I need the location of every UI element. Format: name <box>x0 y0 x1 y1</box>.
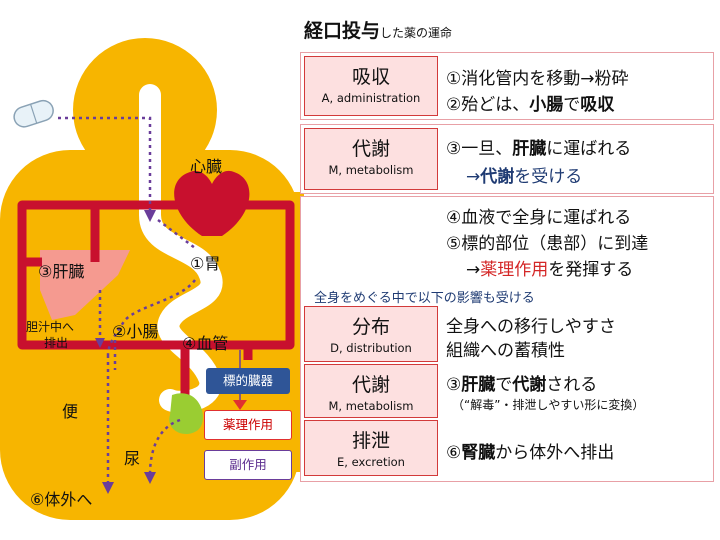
liver-shape <box>40 250 130 320</box>
excreted-out-label: ⑥体外へ <box>30 490 93 509</box>
side-effect-box: 副作用 <box>204 450 292 480</box>
heart-label: 心臓 <box>190 157 223 176</box>
urine-label: 尿 <box>124 449 141 468</box>
metab2-note: （“解毒”・排泄しやすい形に変換） <box>452 398 645 412</box>
path-arrowheads <box>95 210 156 494</box>
circ-line-3: →薬理作用を発揮する <box>466 260 634 280</box>
absorb-line-2: ②殆どは、小腸で吸収 <box>446 95 615 115</box>
drug-path <box>58 116 196 485</box>
circulation-banner: 全身をめぐる中で以下の影響も受ける <box>314 291 535 306</box>
pharmacological-effect-box: 薬理作用 <box>204 410 292 440</box>
liver-label: ③肝臓 <box>38 262 85 281</box>
heart-icon <box>174 170 250 236</box>
bile-label: 胆汁中へ <box>26 320 75 334</box>
bile-label-2: 排出 <box>44 336 69 350</box>
excr-line-1: ⑥腎臓から体外へ排出 <box>446 443 615 463</box>
effect-triangle <box>233 400 247 410</box>
dist-line-2: 組織への蓄積性 <box>446 341 565 361</box>
dist-line-1: 全身への移行しやすさ <box>446 317 616 337</box>
pill-icon <box>13 99 54 128</box>
metab2-line-1: ③肝臓で代謝される <box>446 375 598 395</box>
feces-label: 便 <box>62 402 79 421</box>
blood-vessels <box>17 200 295 405</box>
intestine-label: ②小腸 <box>112 322 159 341</box>
target-organ-box: 標的臓器 <box>206 368 290 394</box>
vessel-label: ④血管 <box>182 334 229 353</box>
metab1-line-1: ③一旦、肝臓に運ばれる <box>446 139 632 159</box>
absorb-line-1: ①消化管内を移動→粉砕 <box>446 69 629 89</box>
metab1-line-2: →代謝を受ける <box>466 167 583 187</box>
stomach-label: ①胃 <box>190 254 221 273</box>
kidney-shape <box>169 393 203 435</box>
circ-line-2: ⑤標的部位（患部）に到達 <box>446 234 649 254</box>
page-title: 経口投与した薬の運命 <box>304 20 453 42</box>
circ-line-1: ④血液で全身に運ばれる <box>446 208 632 228</box>
